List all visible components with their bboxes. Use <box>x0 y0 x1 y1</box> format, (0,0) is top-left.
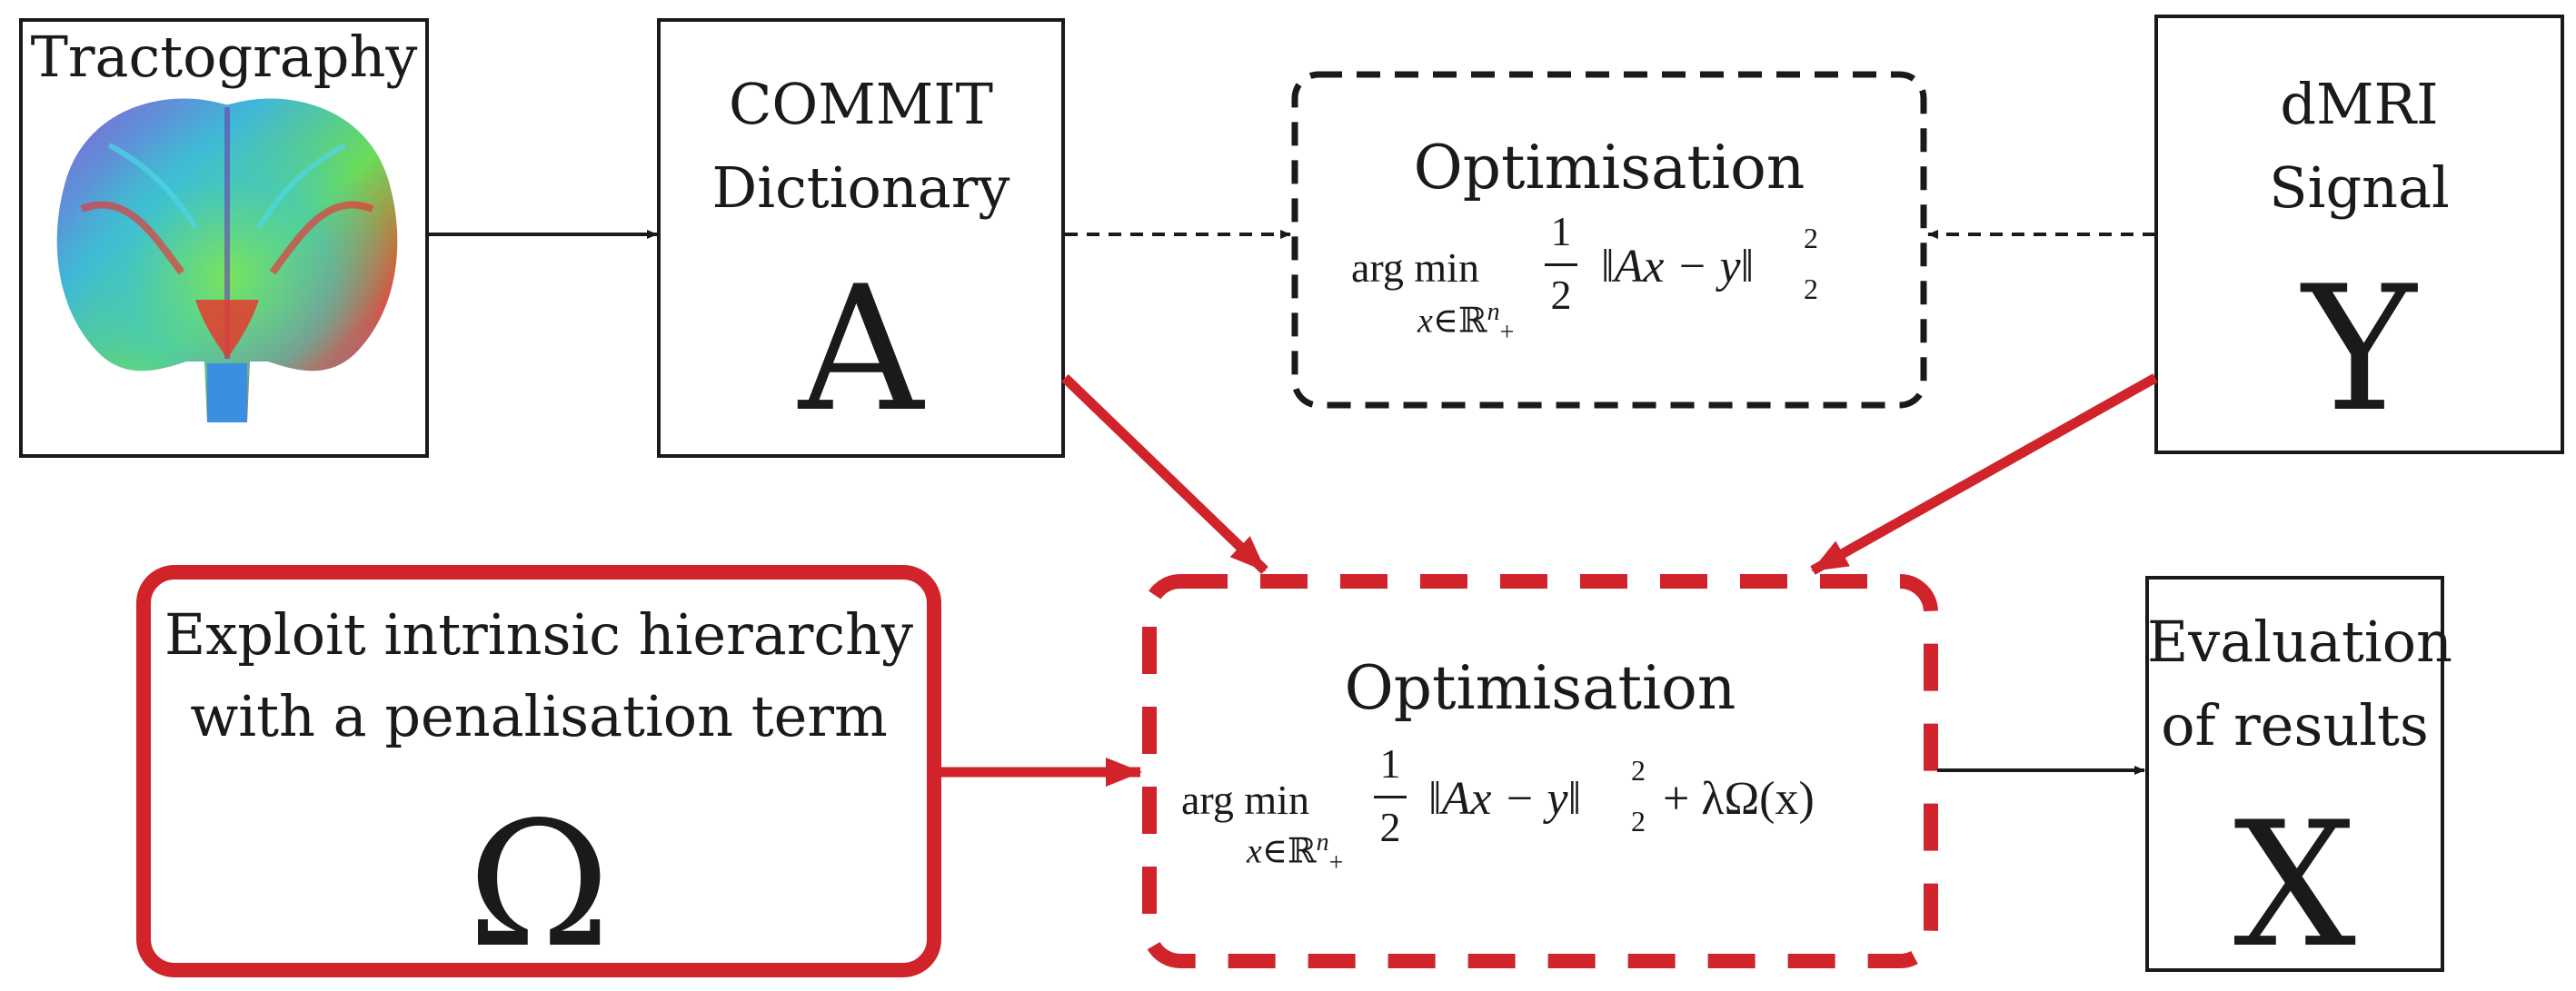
bottom-frac-num: 1 <box>1379 740 1401 787</box>
dictionary-symbol: A <box>798 249 924 450</box>
top-norm: ‖Ax − y‖ <box>1601 241 1755 292</box>
evaluation-label-line2: of results <box>2161 692 2429 758</box>
brain-tractography-image <box>56 98 398 422</box>
bottom-norm-sub: 2 <box>1631 805 1646 837</box>
penalisation-symbol: Ω <box>467 785 611 986</box>
evaluation-label-line1: Evaluation <box>2147 609 2452 675</box>
optimisation-top-title: Optimisation <box>1413 133 1805 203</box>
dictionary-label-line1: COMMIT <box>728 71 994 137</box>
bottom-norm-sup: 2 <box>1631 754 1646 787</box>
dictionary-label-line2: Dictionary <box>711 154 1010 221</box>
bottom-frac-line <box>1374 796 1407 798</box>
signal-label-line1: dMRI <box>2280 71 2439 137</box>
optimisation-bottom-title: Optimisation <box>1344 653 1736 723</box>
signal-box <box>2154 15 2564 454</box>
optimisation-top-box <box>1291 71 1927 409</box>
dictionary-box <box>657 18 1065 458</box>
arrow-signal-to-penalised-optimisation <box>1810 373 2158 575</box>
signal-label-line2: Signal <box>2269 154 2450 221</box>
optimisation-bottom-box <box>1142 574 1938 968</box>
penalisation-label-line1: Exploit intrinsic hierarchy <box>164 601 914 668</box>
bottom-norm: ‖Ax − y‖ <box>1428 773 1582 825</box>
bottom-frac-den: 2 <box>1379 804 1401 850</box>
penalisation-box <box>136 565 941 977</box>
evaluation-symbol: X <box>2233 785 2357 986</box>
signal-symbol: Y <box>2302 249 2417 450</box>
top-frac-line <box>1545 263 1577 266</box>
top-norm-sup: 2 <box>1804 222 1818 254</box>
bottom-argmin-subscript: x∈ℝn+ <box>1247 828 1344 877</box>
top-argmin: arg min <box>1351 244 1479 291</box>
top-frac-num: 1 <box>1550 208 1572 254</box>
evaluation-box <box>2145 576 2444 972</box>
penalisation-label-line2: with a penalisation term <box>190 683 888 749</box>
top-norm-sub: 2 <box>1804 273 1818 305</box>
bottom-penalty-term: + λΩ(x) <box>1663 773 1815 825</box>
bottom-argmin: arg min <box>1181 777 1309 823</box>
tractography-label: Tractography <box>30 24 418 90</box>
arrow-dictionary-to-penalised-optimisation <box>1061 374 1268 574</box>
top-argmin-subscript: x∈ℝn+ <box>1417 298 1515 347</box>
top-frac-den: 2 <box>1550 272 1572 318</box>
